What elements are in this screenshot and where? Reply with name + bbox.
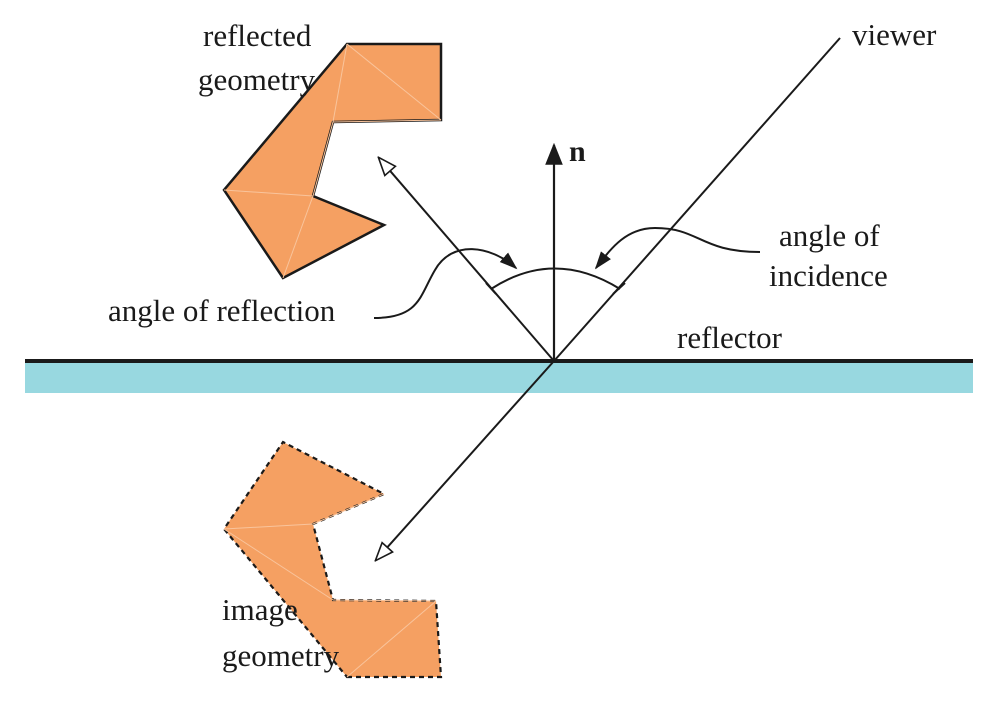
- reflected-geometry-shape: [222, 42, 443, 280]
- angle-arc-tick-right: [612, 282, 626, 295]
- reflection-label: angle of reflection: [108, 293, 336, 328]
- reflector-band: [25, 361, 973, 393]
- angle-arc: [490, 267, 621, 290]
- incidence-leader: [594, 226, 761, 270]
- viewer-ray: [553, 37, 841, 362]
- viewer-label: viewer: [852, 17, 937, 52]
- reflected-ray: [379, 158, 555, 362]
- incidence-label-line2: incidence: [769, 258, 888, 293]
- image-geometry-shape: [222, 440, 443, 679]
- image-geometry-label-line2: geometry: [222, 638, 340, 673]
- reflection-leader: [373, 248, 518, 319]
- angle-arc-tick-left: [485, 282, 497, 295]
- transmitted-ray: [376, 360, 555, 560]
- reflected-geometry-label-line1: reflected: [203, 18, 312, 53]
- incidence-label-line1: angle of: [779, 218, 880, 253]
- image-geometry-label-line1: image: [222, 592, 298, 627]
- reflected-geometry-label-line2: geometry: [198, 62, 316, 97]
- normal-label: n: [569, 135, 586, 168]
- reflector-label: reflector: [677, 320, 783, 355]
